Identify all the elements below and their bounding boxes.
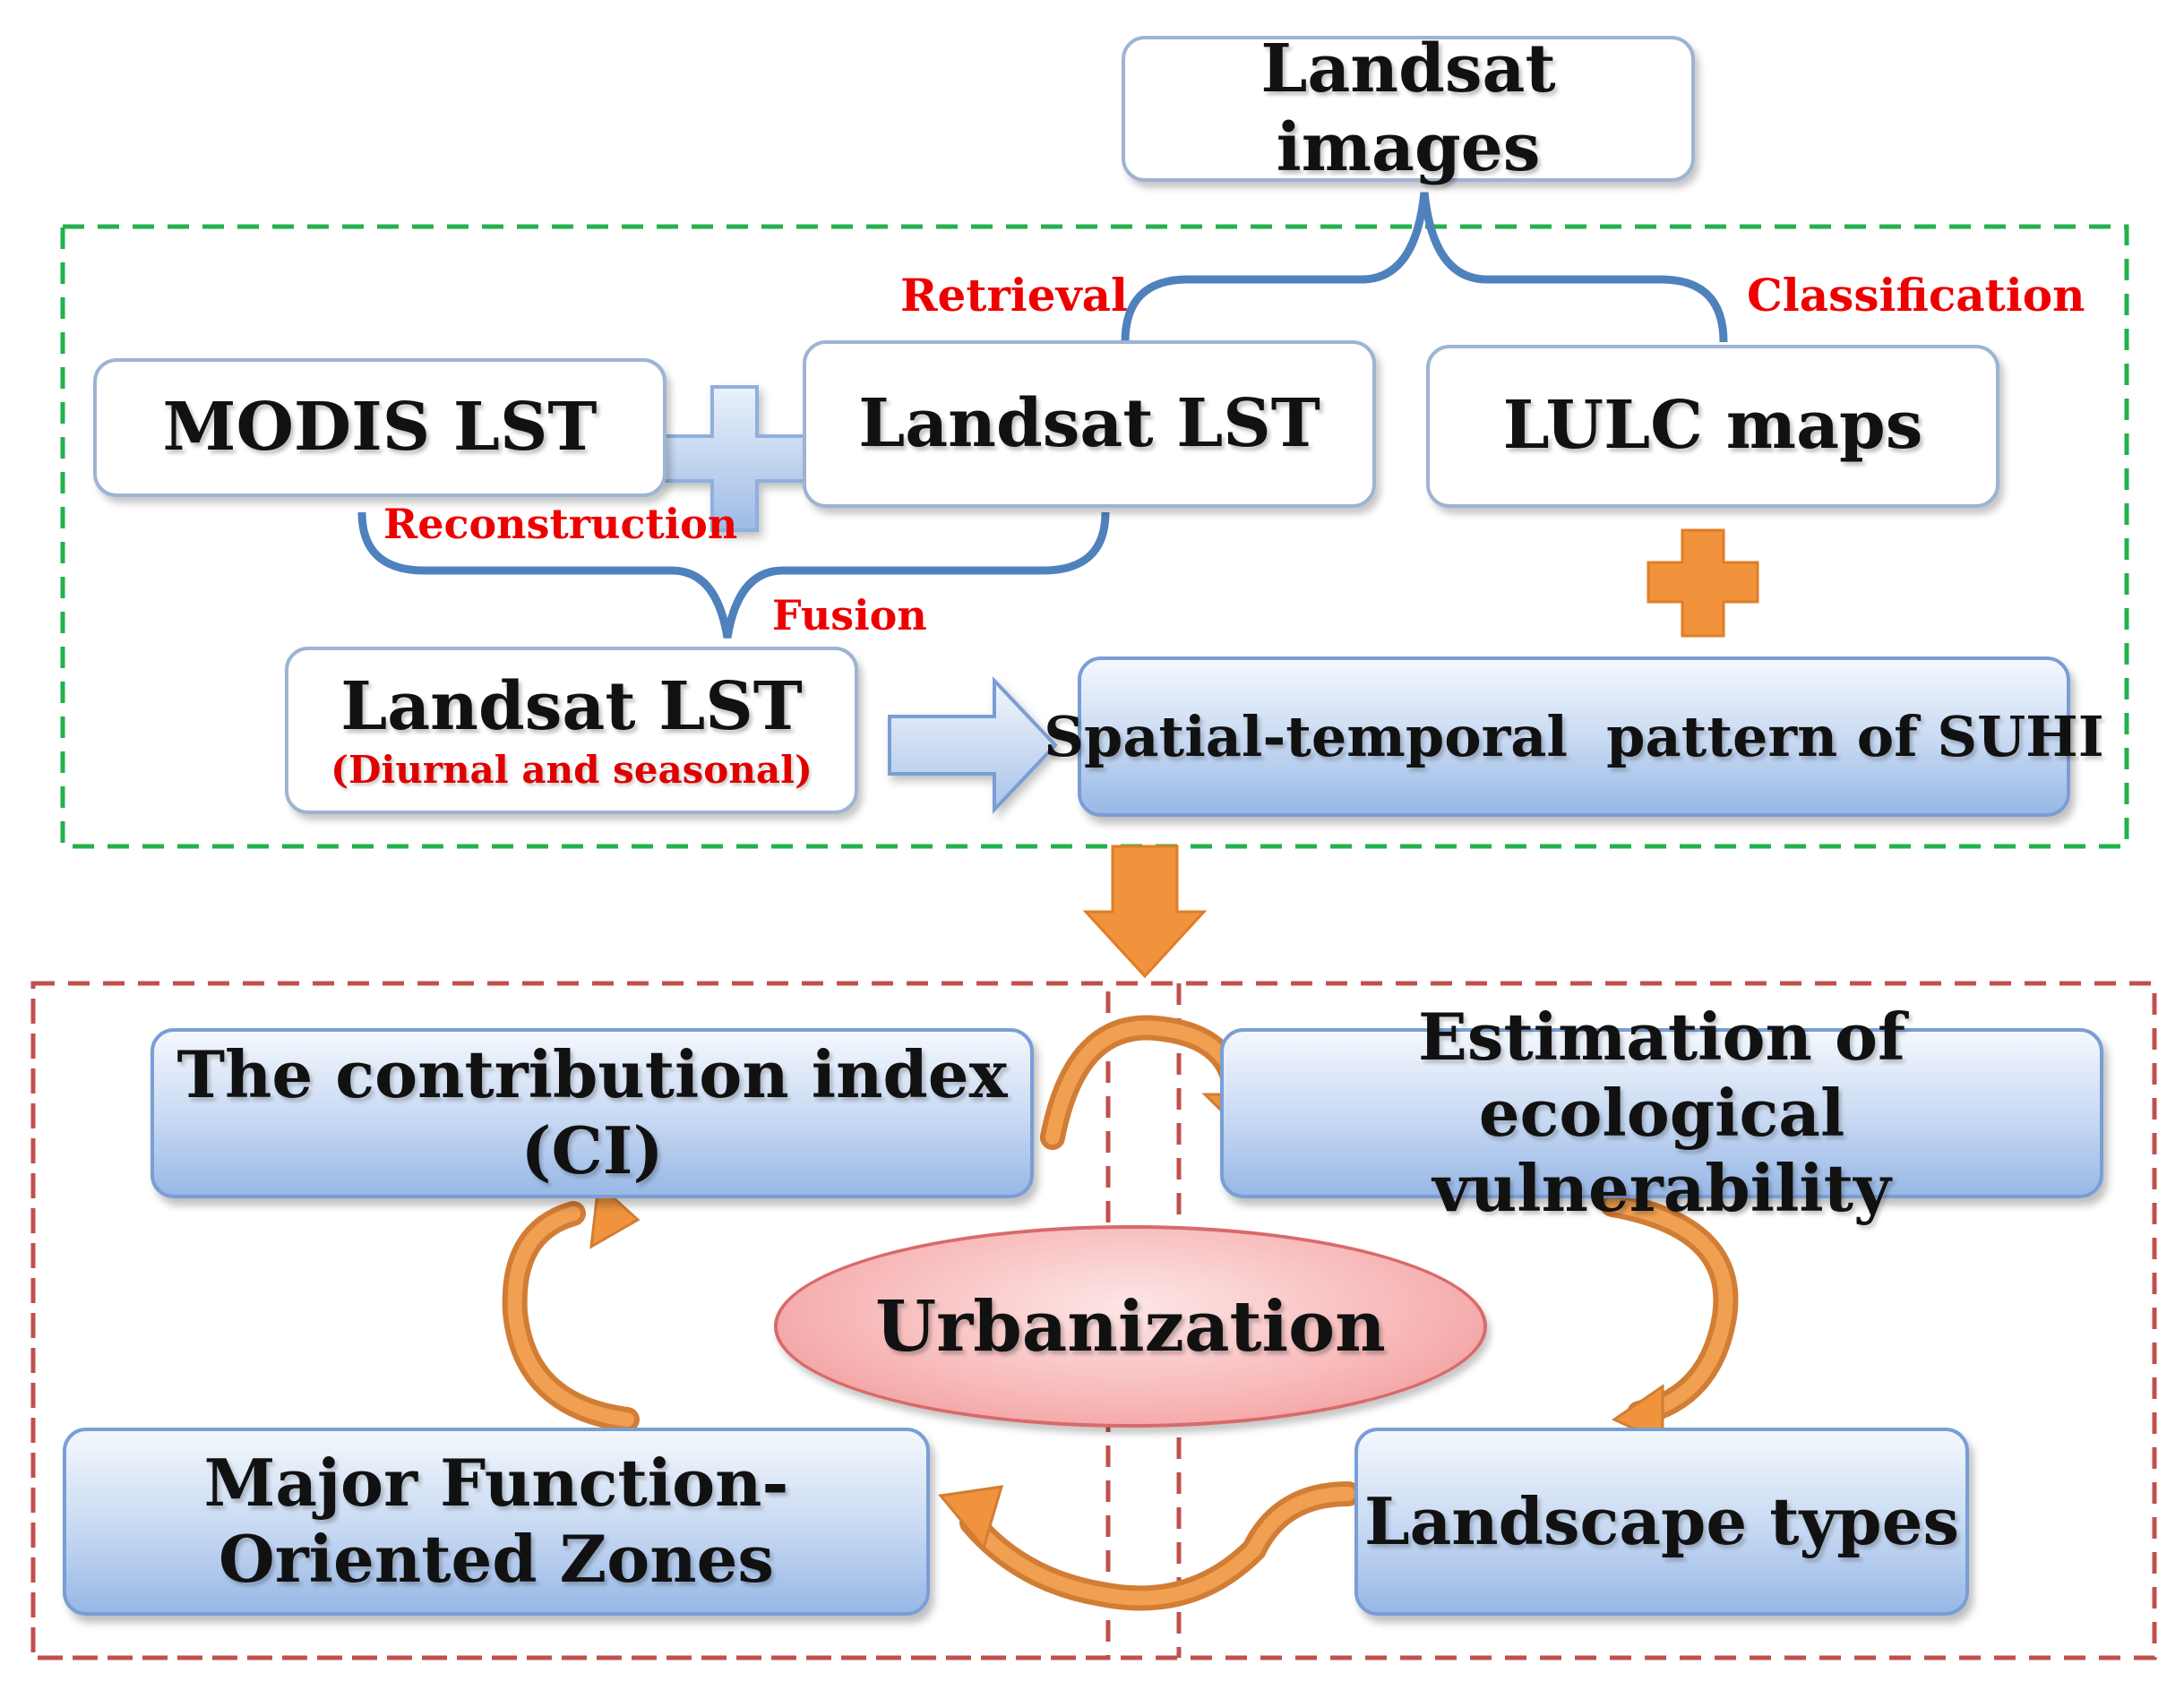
reconstruction-label: Reconstruction <box>383 500 738 548</box>
modis-lst-label: MODIS LST <box>162 388 598 466</box>
ecological-vulnerability-label: Estimation of ecological vulnerability <box>1418 998 1905 1227</box>
suhi-pattern-box: Spatial-temporal pattern of SUHI <box>1044 656 2104 817</box>
lulc-maps-box: LULC maps <box>1426 345 1999 508</box>
fusion-label: Fusion <box>772 591 927 639</box>
orange-plus-icon <box>1647 528 1759 638</box>
function-zones-box: Major Function-Oriented Zones <box>63 1428 930 1616</box>
brace-retrieval-classification <box>1121 192 1728 343</box>
suhi-pattern-label: Spatial-temporal pattern of SUHI <box>1044 703 2104 769</box>
lulc-maps-label: LULC maps <box>1502 387 1923 465</box>
landsat-lst-fused-label: Landsat LST <box>340 668 803 746</box>
curved-arrow-right <box>1600 1192 1739 1426</box>
brace-fusion <box>357 511 1110 639</box>
landscape-types-label: Landscape types <box>1364 1482 1959 1559</box>
landsat-lst-fused-box: Landsat LST (Diurnal and seasonal) <box>285 647 858 814</box>
cycle-arrows <box>502 1015 1739 1611</box>
function-zones-label: Major Function-Oriented Zones <box>203 1445 789 1597</box>
contribution-index-box: The contribution index (CI) <box>150 1028 1034 1198</box>
contribution-index-label: The contribution index (CI) <box>176 1036 1008 1188</box>
classification-label: Classification <box>1747 269 2085 322</box>
urbanization-label: Urbanization <box>875 1285 1386 1368</box>
down-arrow-icon <box>1082 845 1208 979</box>
landsat-lst-box: Landsat LST <box>803 340 1376 508</box>
retrieval-label: Retrieval <box>900 269 1129 322</box>
landsat-lst-label: Landsat LST <box>858 384 1320 462</box>
modis-lst-box: MODIS LST <box>93 358 666 497</box>
landscape-types-box: Landscape types <box>1354 1428 1969 1616</box>
urbanization-ellipse: Urbanization <box>774 1225 1487 1428</box>
landsat-images-label: Landsat images <box>1260 30 1556 186</box>
landsat-lst-fused-sublabel: (Diurnal and seasonal) <box>331 748 813 793</box>
right-arrow-icon <box>888 675 1058 815</box>
curved-arrow-left-head <box>589 1180 641 1249</box>
curved-arrow-bottom-head <box>938 1485 1004 1551</box>
green-dashed-frame <box>60 224 2129 849</box>
ecological-vulnerability-box: Estimation of ecological vulnerability <box>1220 999 2103 1226</box>
landsat-images-box: Landsat images <box>1122 30 1695 186</box>
